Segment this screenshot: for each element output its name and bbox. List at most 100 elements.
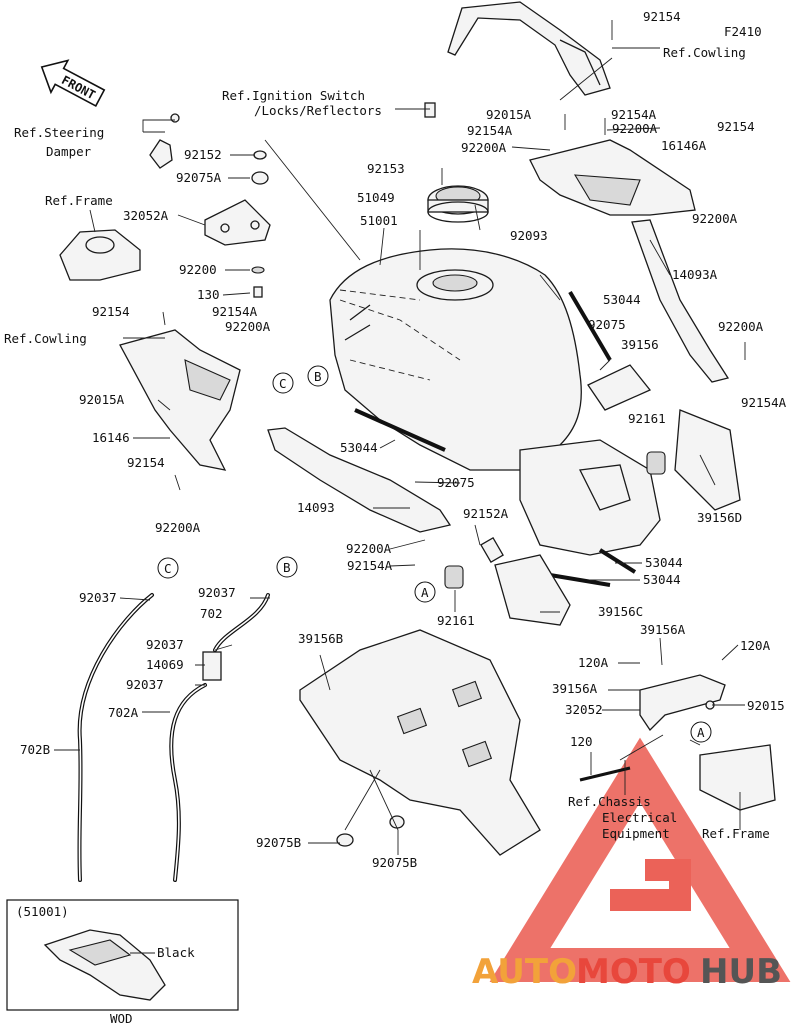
front-arrow: FRONT	[40, 59, 106, 107]
part-label: 16146A	[661, 138, 707, 153]
part-label: 120A	[740, 638, 771, 653]
rubber-strips	[354, 290, 637, 587]
part-label: 92075	[588, 317, 626, 332]
fuel-tank	[329, 248, 661, 556]
reference-labels: Ref.Ignition Switch /Locks/Reflectors Re…	[4, 45, 770, 841]
ref-cowling-left: Ref.Cowling	[4, 331, 87, 346]
callout-c-2: C	[164, 561, 172, 576]
grommet-parts	[251, 150, 269, 298]
part-label: 92200A	[612, 121, 658, 136]
part-label: 92200	[179, 262, 217, 277]
part-label: 14069	[146, 657, 184, 672]
watermark-text: AUTO MOTO HUB	[472, 952, 782, 992]
ref-frame-right: Ref.Frame	[702, 826, 770, 841]
callout-a-1: A	[421, 585, 429, 600]
right-cover-part	[529, 139, 696, 216]
ref-cowling-top: Ref.Cowling	[663, 45, 746, 60]
part-label: 92152A	[463, 506, 509, 521]
part-label: 92075	[437, 475, 475, 490]
part-label: 39156D	[697, 510, 742, 525]
part-label: 39156A	[640, 622, 686, 637]
part-label: 53044	[603, 292, 641, 307]
heat-pad-part	[299, 629, 541, 856]
part-label: 39156C	[598, 604, 643, 619]
part-label: 39156A	[552, 681, 598, 696]
ref-chassis-2: Electrical	[602, 810, 677, 825]
part-label: 92200A	[225, 319, 271, 334]
part-label: 130	[197, 287, 220, 302]
part-label: 702	[200, 606, 223, 621]
ref-steering-2: Damper	[46, 144, 92, 159]
part-label: 92200A	[346, 541, 392, 556]
watermark-hub: HUB	[700, 952, 782, 992]
part-label: 92152	[184, 147, 222, 162]
part-label: 14093	[297, 500, 335, 515]
part-label: 120A	[578, 655, 609, 670]
ref-ignition: Ref.Ignition Switch	[222, 88, 365, 103]
inset-note: WOD	[110, 1011, 133, 1026]
damper-parts	[444, 451, 666, 589]
part-label: 92154	[127, 455, 165, 470]
part-label: 92153	[367, 161, 405, 176]
part-label: 92075B	[372, 855, 417, 870]
part-label: 92154A	[467, 123, 513, 138]
part-label: 92154	[643, 9, 681, 24]
ref-steering: Ref.Steering	[14, 125, 104, 140]
part-label: 39156B	[298, 631, 343, 646]
part-label: 92154	[717, 119, 755, 134]
frame-ref-top-left	[59, 229, 141, 281]
watermark-logo	[489, 737, 791, 982]
part-label: 92161	[437, 613, 475, 628]
part-label: 39156	[621, 337, 659, 352]
part-label: 14093A	[672, 267, 718, 282]
inset-code: (51001)	[16, 904, 69, 919]
ref-chassis-1: Ref.Chassis	[568, 794, 651, 809]
part-label: 51001	[360, 213, 398, 228]
part-label: 32052	[565, 702, 603, 717]
part-label: 92015A	[79, 392, 125, 407]
callout-a-2: A	[697, 725, 705, 740]
part-label: 32052A	[123, 208, 169, 223]
part-label: 92075B	[256, 835, 301, 850]
figure-code: F2410	[724, 24, 762, 39]
left-side-strip-part	[267, 427, 452, 533]
inset-color: Black	[157, 945, 195, 960]
part-label: 92015	[747, 698, 785, 713]
part-label: 92200A	[692, 211, 738, 226]
part-label: 92154A	[212, 304, 258, 319]
part-label: 92161	[628, 411, 666, 426]
part-label: 92093	[510, 228, 548, 243]
ignition-bolt	[424, 102, 436, 118]
part-label: 53044	[340, 440, 378, 455]
insulator-pads	[494, 364, 741, 626]
left-cover-part	[119, 329, 241, 471]
part-label: 92200A	[461, 140, 507, 155]
steering-damper-bracket	[149, 113, 180, 169]
callout-b-2: B	[283, 560, 291, 575]
part-label: 92015A	[486, 107, 532, 122]
part-label: 702A	[108, 705, 139, 720]
part-label: 92154A	[611, 107, 657, 122]
part-label: 53044	[643, 572, 681, 587]
ref-ignition-2: /Locks/Reflectors	[254, 103, 382, 118]
callout-b-1: B	[314, 369, 322, 384]
left-bracket-part	[204, 199, 271, 246]
part-label: 92037	[198, 585, 236, 600]
part-label: 120	[570, 734, 593, 749]
fuel-cap-part	[427, 185, 489, 223]
watermark-moto: MOTO	[576, 952, 691, 992]
ref-frame-top: Ref.Frame	[45, 193, 113, 208]
leader-lines	[54, 20, 746, 855]
lower-right-bracket	[579, 674, 776, 811]
part-label: 92154A	[741, 395, 787, 410]
right-side-strip-part	[631, 219, 730, 383]
part-label: 92154	[92, 304, 130, 319]
part-label: 16146	[92, 430, 130, 445]
watermark-auto: AUTO	[472, 952, 577, 992]
part-label: 51049	[357, 190, 395, 205]
ref-chassis-3: Equipment	[602, 826, 670, 841]
part-label: 92037	[79, 590, 117, 605]
callout-c-1: C	[279, 376, 287, 391]
